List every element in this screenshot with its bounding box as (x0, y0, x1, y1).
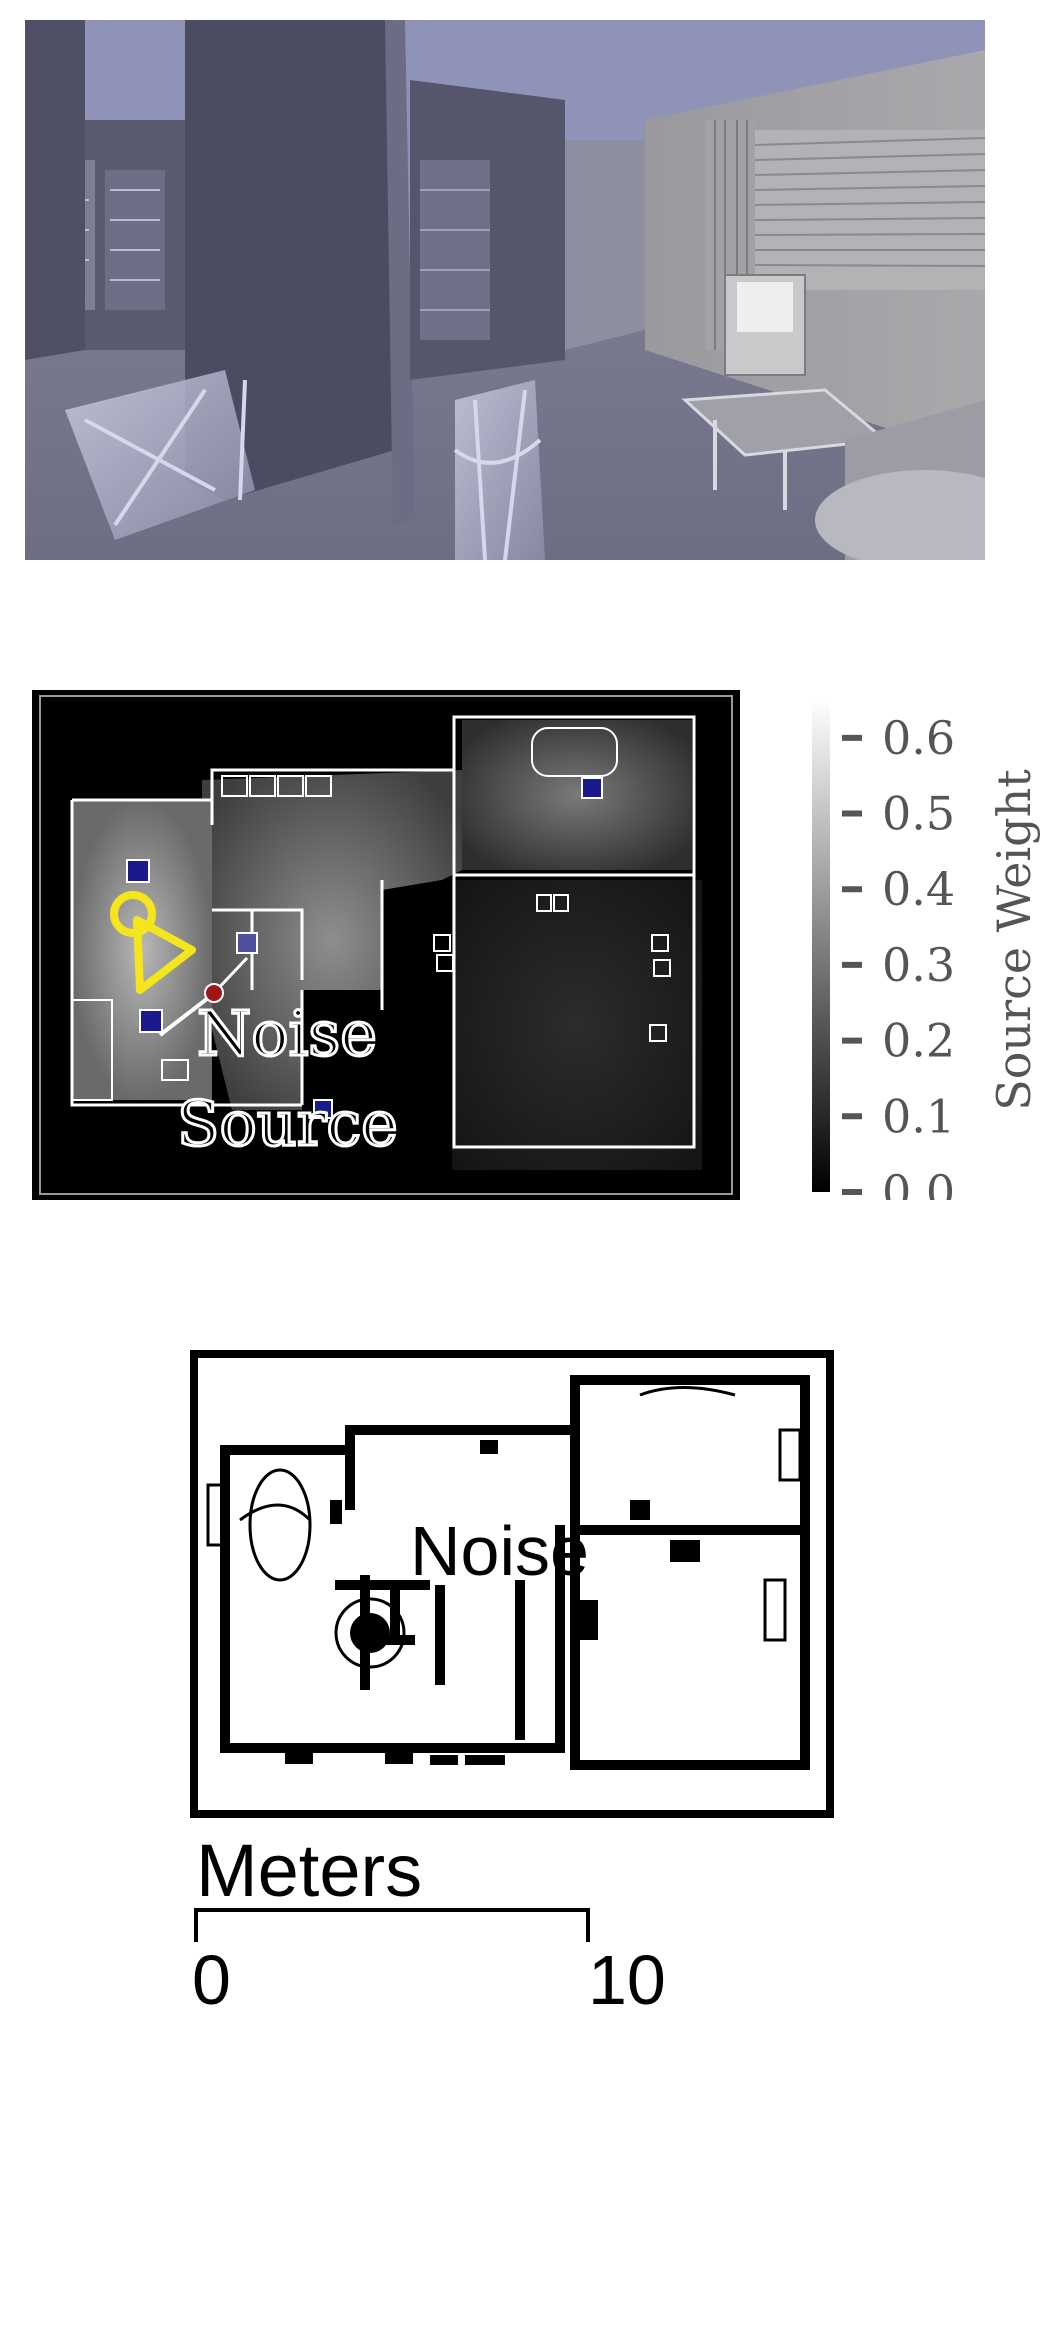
heatmap-noise-label: Noise (197, 997, 377, 1070)
source-marker-4 (236, 932, 258, 954)
noise-source-marker (204, 983, 224, 1003)
floorplan-noise-source (350, 1613, 390, 1653)
heatmap-room-top-right (462, 720, 692, 870)
source-weight-heatmap: Noise Source (32, 690, 740, 1200)
heatmap-source-label: Source (177, 1087, 398, 1160)
heatmap-furniture (71, 727, 671, 1101)
scale-bar: Meters 0 10 (190, 1820, 710, 2020)
colorbar-axis-label: Source Weight (987, 769, 1041, 1111)
colorbar-svg: 0.0 0.1 0.2 0.3 0.4 0.5 0.6 Source Weight (812, 700, 1041, 1219)
colorbar: 0.0 0.1 0.2 0.3 0.4 0.5 0.6 Source Weight (812, 700, 1052, 1219)
floor-plan-map: Noise (190, 1350, 840, 1820)
colorbar-tick-label: 0.5 (882, 787, 955, 841)
heatmap-room-hall (202, 770, 462, 1110)
scale-bar-min-label: 0 (192, 1941, 231, 2019)
colorbar-tick-label: 0.2 (882, 1014, 955, 1068)
floorplan-walls (220, 1375, 810, 1770)
scale-bar-title: Meters (196, 1829, 423, 1912)
colorbar-tick-label: 0.1 (882, 1089, 955, 1143)
agent-position-circle (110, 891, 156, 937)
colorbar-tick-label: 0.0 (882, 1165, 955, 1200)
floorplan-noise-label: Noise (410, 1512, 589, 1590)
noise-direction-line (158, 993, 214, 1037)
source-marker-1 (126, 859, 150, 883)
heatmap-walls (70, 715, 696, 1149)
source-marker-3 (581, 777, 603, 799)
agent-heading-triangle (133, 916, 196, 994)
room-render-svg (25, 20, 985, 560)
colorbar-tick-label: 0.3 (882, 938, 955, 992)
colorbar-tick-label: 0.6 (882, 711, 955, 765)
floorplan-furniture (206, 1386, 802, 1642)
heatmap-svg: Noise Source (32, 690, 740, 1200)
floor-plan-svg: Noise (190, 1350, 834, 1818)
floorplan-noise-ring (334, 1597, 406, 1669)
scale-bar-max-label: 10 (588, 1941, 666, 2019)
room-render-image (25, 20, 985, 560)
scale-bar-line (194, 1908, 590, 1942)
scale-bar-svg (194, 1908, 590, 1942)
colorbar-tick-label: 0.4 (882, 862, 955, 916)
floorplan-obstacles (285, 1440, 700, 1765)
source-marker-5 (313, 1099, 333, 1119)
colorbar-gradient (812, 700, 830, 1192)
source-marker-2 (139, 1009, 163, 1033)
